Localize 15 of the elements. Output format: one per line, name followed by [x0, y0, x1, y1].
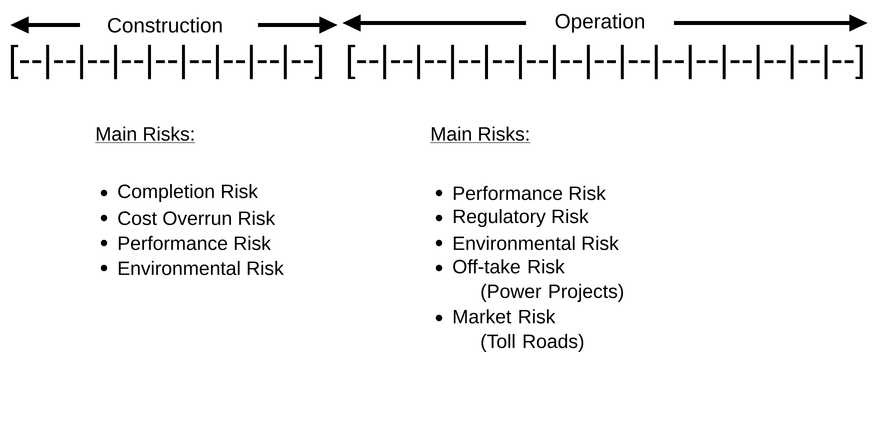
list-item: Completion Risk — [118, 184, 258, 202]
span-label: Construction — [108, 17, 222, 33]
list-heading: Main Risks: — [430, 126, 530, 143]
list-item: Environmental Risk — [454, 236, 619, 250]
timeline-scale: [--|--|--|--|--|--|--|--|--|--|--|--|--|--|--] — [348, 44, 863, 80]
list-item: Environmental Risk — [118, 260, 284, 276]
timeline-scale: [--|--|--|--|--|--|--|--|--] — [10, 44, 322, 80]
list-item: Market Risk (Toll Roads) — [454, 309, 584, 352]
list-item: Cost Overrun Risk — [118, 210, 276, 226]
list-item: Performance Risk — [454, 186, 606, 200]
list-item: Off-take Risk (Power Projects) — [453, 259, 624, 302]
list-item: Regulatory Risk — [454, 209, 589, 228]
list-item: Performance Risk — [118, 236, 271, 250]
span-label: Operation — [556, 13, 644, 33]
list-heading: Main Risks: — [95, 126, 196, 143]
